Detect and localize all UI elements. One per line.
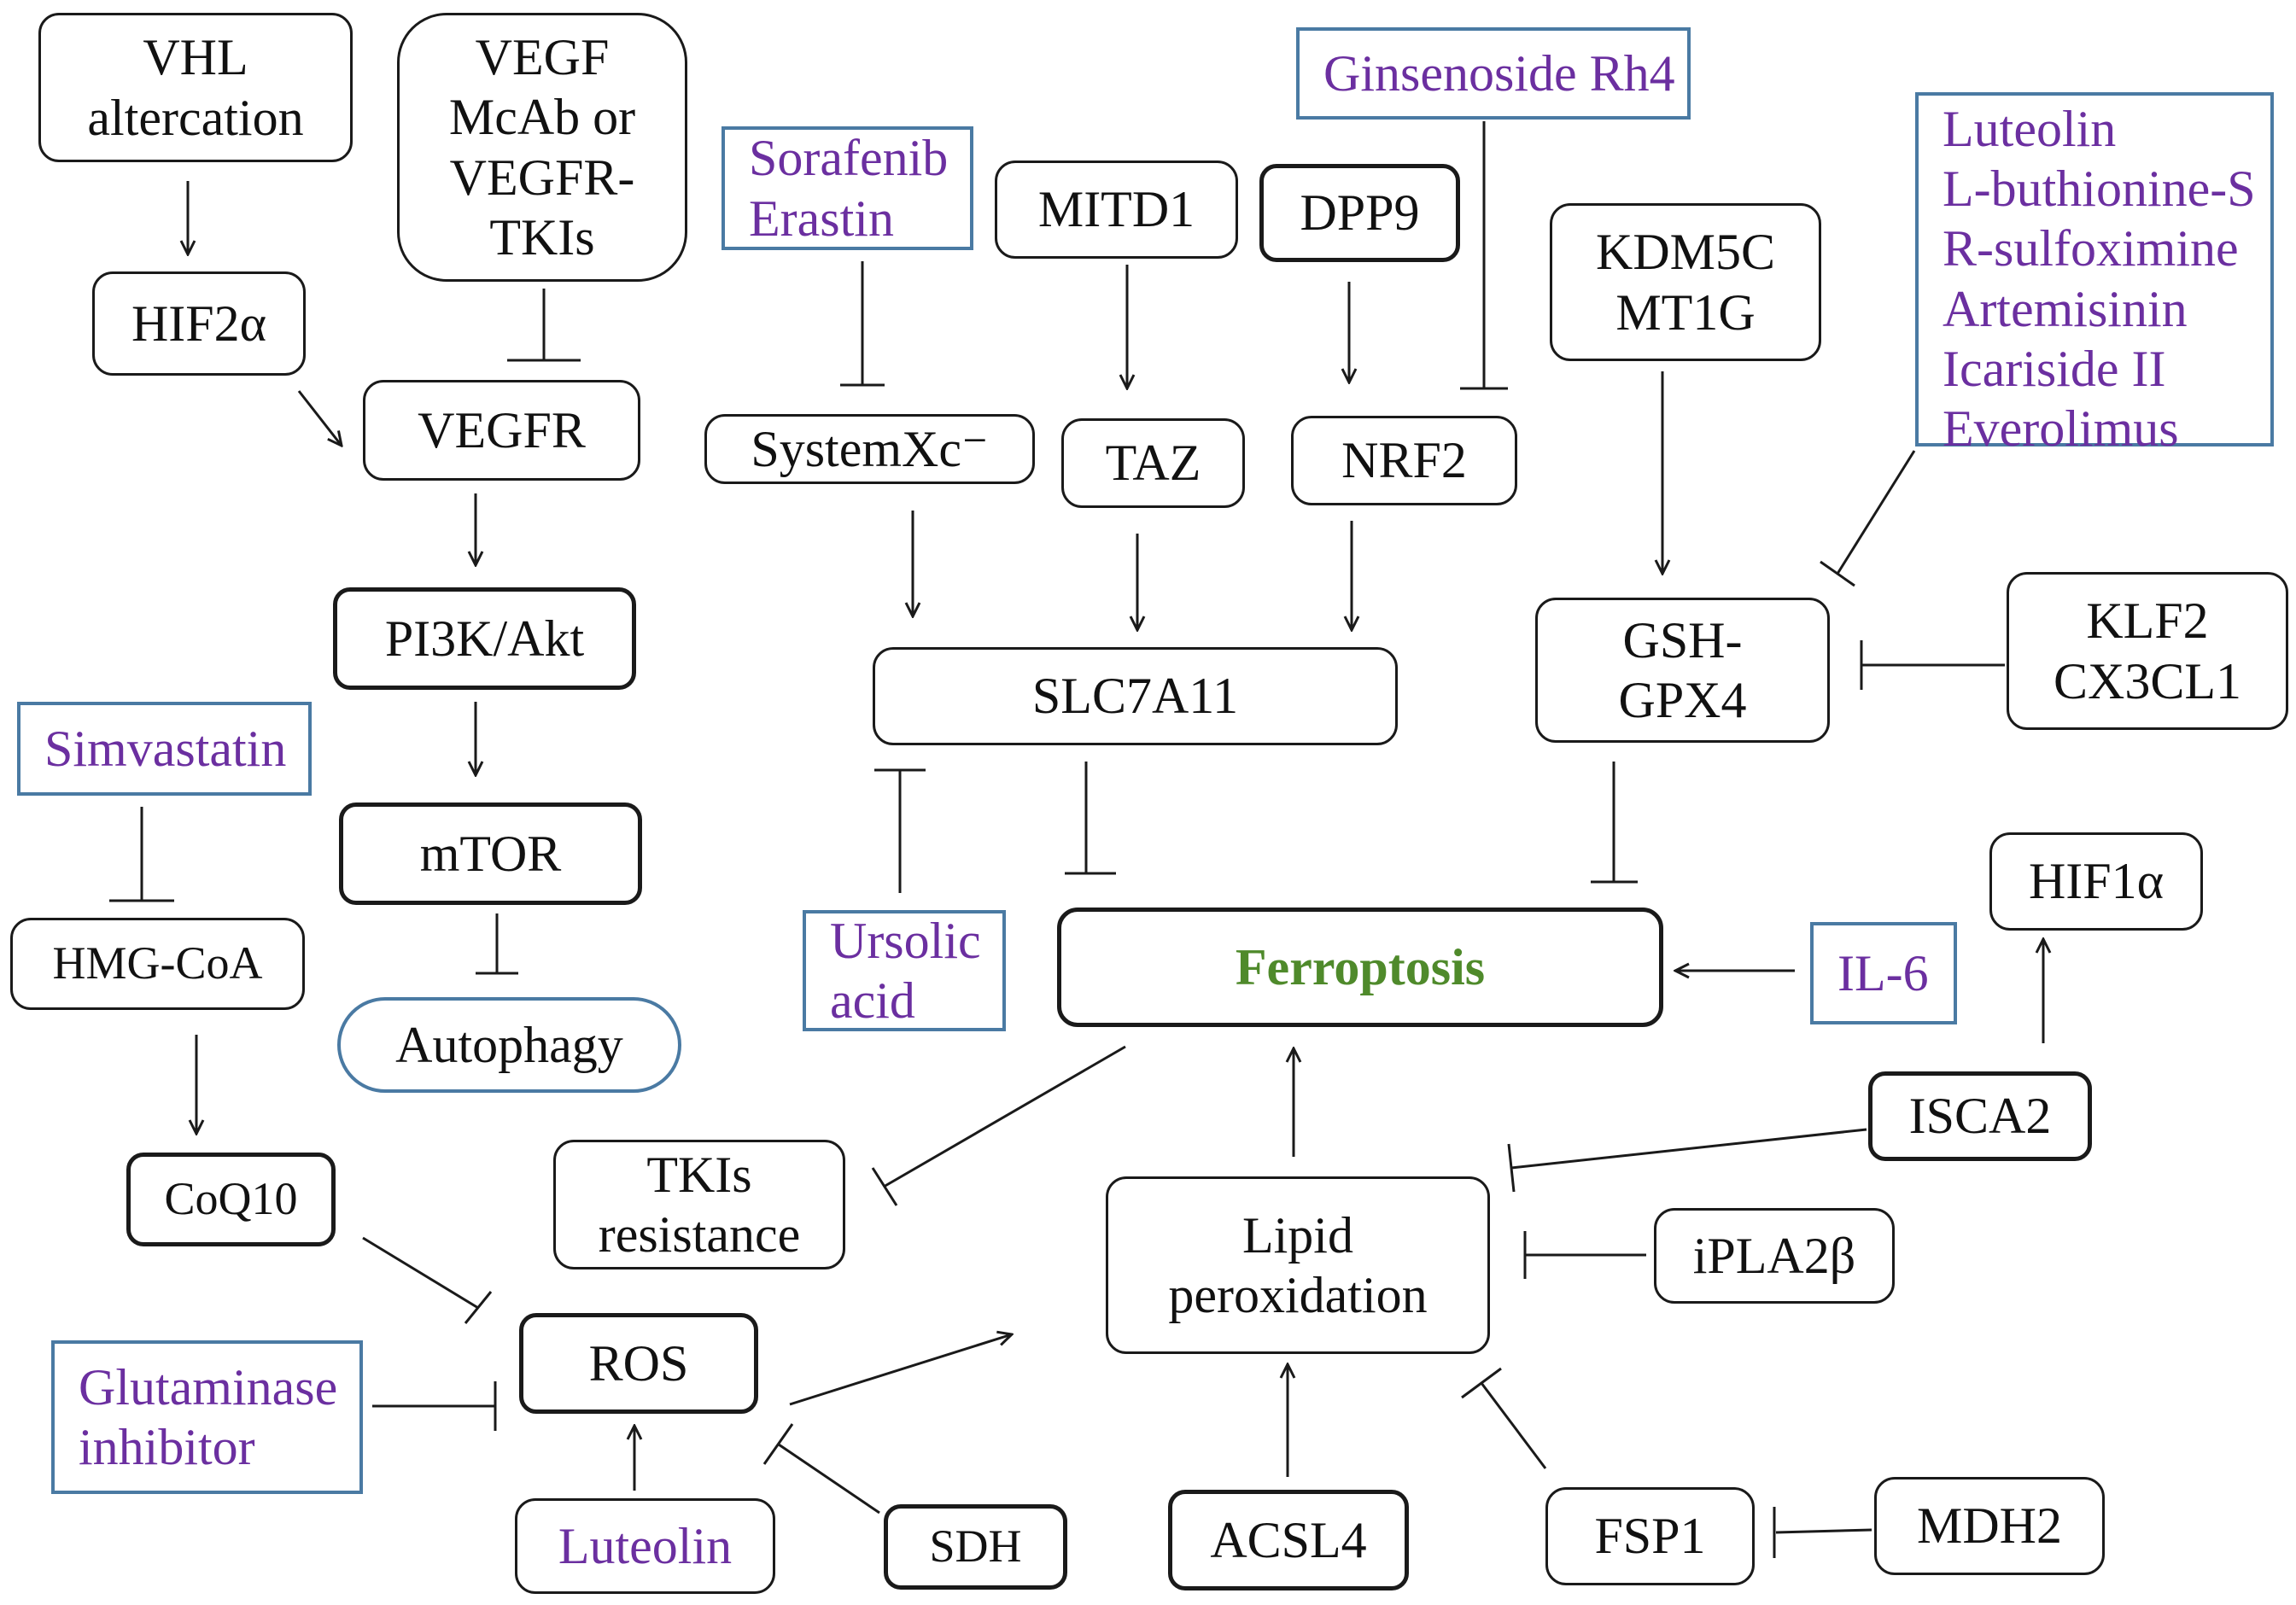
node-vhl-altercation: VHL altercation (38, 13, 353, 162)
node-vegf-mcab: VEGF McAb or VEGFR- TKIs (397, 13, 687, 282)
edge-lutgroup-gsh-bar (1820, 560, 1855, 587)
node-taz: TAZ (1061, 418, 1245, 508)
edge-lutgroup-gsh (1836, 450, 1916, 575)
node-ipla2b: iPLA2β (1654, 1208, 1895, 1304)
node-acsl4: ACSL4 (1168, 1490, 1409, 1590)
drug-ursolic-acid: Ursolic acid (803, 910, 1006, 1031)
node-sdh: SDH (884, 1504, 1067, 1590)
drug-luteolin: Luteolin (515, 1498, 775, 1594)
edge-ferro-tkis (883, 1045, 1126, 1188)
edge-mdh2-fsp1 (1775, 1528, 1872, 1534)
node-pi3k-akt: PI3K/Akt (333, 587, 636, 690)
edge-isca2-lipid (1510, 1128, 1867, 1170)
node-ros: ROS (519, 1313, 758, 1414)
drug-simvastatin: Simvastatin (17, 702, 312, 796)
node-coq10: CoQ10 (126, 1153, 336, 1246)
edge-fsp1-lipid (1480, 1382, 1547, 1469)
edge-coq10-ros (362, 1236, 479, 1310)
edge-ferro-tkis-bar (871, 1167, 898, 1206)
node-kdm5c-mt1g: KDM5C MT1G (1550, 203, 1821, 361)
node-hif2a: HIF2α (92, 271, 306, 376)
node-systemxc: SystemXc⁻ (704, 414, 1035, 484)
drug-ginsenoside-rh4: Ginsenoside Rh4 (1296, 27, 1691, 120)
drug-luteolin-group: Luteolin L-buthionine-S R-sulfoximine Ar… (1915, 92, 2274, 457)
node-tkis-resistance: TKIs resistance (553, 1140, 845, 1269)
edge-sdh-ros-bar (762, 1423, 794, 1465)
node-isca2: ISCA2 (1868, 1071, 2092, 1161)
edge-coq10-ros-bar (464, 1291, 493, 1324)
node-hif1a: HIF1α (1989, 832, 2203, 931)
node-mdh2: MDH2 (1874, 1477, 2105, 1575)
edge-hif2a-vegfr (297, 390, 342, 446)
node-ferroptosis: Ferroptosis (1057, 908, 1663, 1027)
node-nrf2: NRF2 (1291, 416, 1517, 505)
node-slc7a11: SLC7A11 (873, 647, 1398, 745)
drug-sorafenib-erastin: Sorafenib Erastin (722, 126, 973, 250)
node-vegfr: VEGFR (363, 380, 640, 481)
edge-sdh-ros (778, 1443, 880, 1515)
drug-glutaminase-inhibitor: Glutaminase inhibitor (51, 1340, 363, 1494)
node-klf2-cx3cl1: KLF2 CX3CL1 (2007, 572, 2288, 730)
edge-ros-lipid (789, 1334, 1012, 1406)
node-fsp1: FSP1 (1545, 1487, 1755, 1585)
node-lipid-peroxidation: Lipid peroxidation (1106, 1176, 1490, 1354)
drug-il6: IL-6 (1810, 922, 1957, 1024)
node-gsh-gpx4: GSH- GPX4 (1535, 598, 1830, 743)
node-dpp9: DPP9 (1259, 164, 1460, 262)
node-hmg-coa: HMG-CoA (10, 918, 305, 1010)
node-mitd1: MITD1 (995, 160, 1238, 259)
edge-fsp1-lipid-bar (1461, 1367, 1502, 1399)
node-autophagy: Autophagy (337, 997, 681, 1093)
node-mtor: mTOR (339, 802, 642, 905)
edge-isca2-lipid-bar (1507, 1143, 1516, 1193)
